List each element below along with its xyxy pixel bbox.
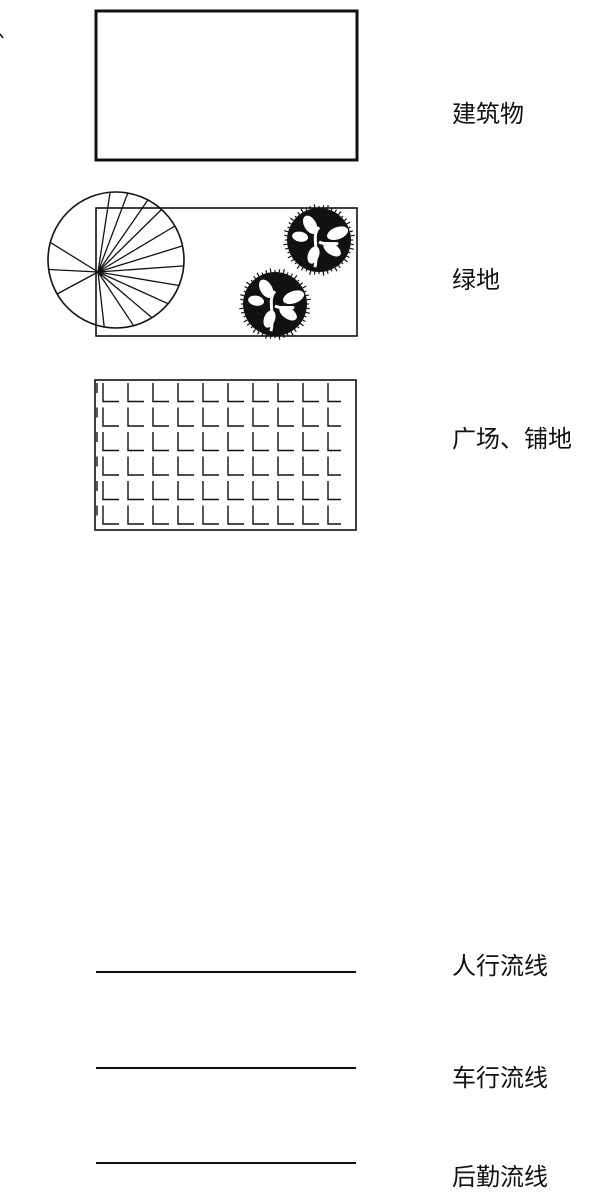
green-space-label: 绿地 bbox=[452, 266, 500, 294]
plaza-paving-symbol bbox=[94, 379, 357, 531]
paving-boundary bbox=[94, 379, 357, 531]
tree-canopy-icon bbox=[283, 204, 355, 276]
tree-canopy-icon bbox=[239, 268, 311, 340]
building-symbol bbox=[94, 9, 359, 162]
logistics-flow-label: 后勤流线 bbox=[452, 1163, 548, 1191]
vehicle-flow-label: 车行流线 bbox=[452, 1064, 548, 1092]
green-space-symbol bbox=[47, 191, 358, 340]
building-label: 建筑物 bbox=[452, 100, 524, 128]
pedestrian-flow-label: 人行流线 bbox=[452, 952, 548, 980]
edge-tick-mark bbox=[0, 33, 4, 39]
radial-tree-icon bbox=[47, 191, 185, 329]
plaza-paving-label: 广场、铺地 bbox=[452, 425, 572, 453]
